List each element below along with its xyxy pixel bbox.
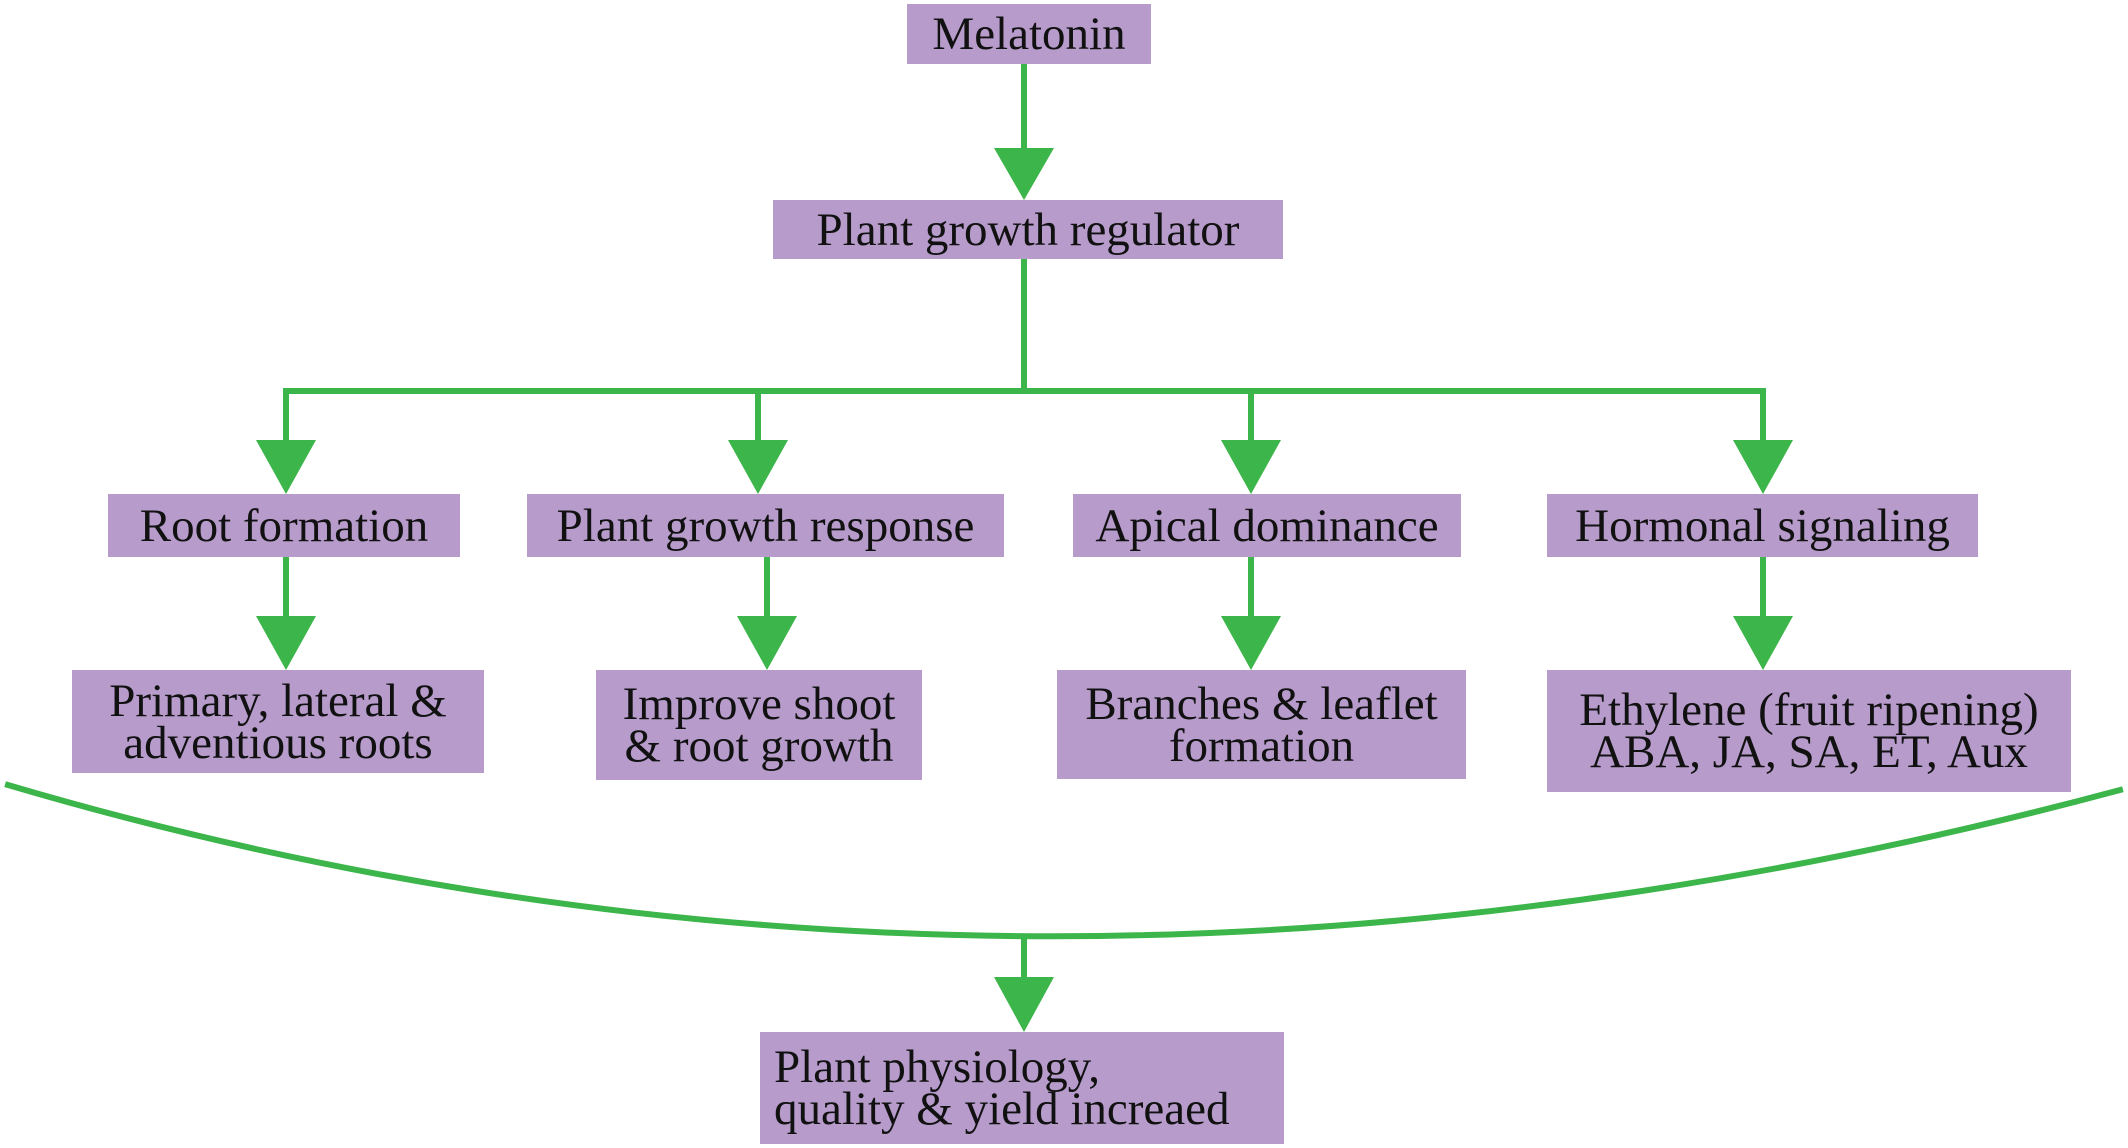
- apical-dominance-box: Apical dominance: [1073, 494, 1461, 557]
- branches-leaflet-box: Branches & leaflet formation: [1057, 670, 1466, 779]
- shoot-root-growth-box: Improve shoot & root growth: [596, 670, 922, 780]
- arrowhead-outcome: [994, 977, 1054, 1032]
- arrowhead-ethylene-detail: [1733, 616, 1793, 670]
- arrowhead-roots-detail: [256, 616, 316, 670]
- arrowhead-regulator: [994, 148, 1054, 200]
- root-formation-box: Root formation: [108, 494, 460, 557]
- outcome-box: Plant physiology, quality & yield increa…: [760, 1032, 1284, 1144]
- arrowhead-shoot-detail: [737, 616, 797, 670]
- melatonin-box: Melatonin: [907, 4, 1151, 64]
- ethylene-hormones-box: Ethylene (fruit ripening) ABA, JA, SA, E…: [1547, 670, 2071, 792]
- arrowhead-growth-response: [728, 440, 788, 494]
- arrowhead-hormonal-signaling: [1733, 440, 1793, 494]
- plant-growth-response-box: Plant growth response: [527, 494, 1004, 557]
- arrowhead-root-formation: [256, 440, 316, 494]
- collecting-curve: [4, 781, 2124, 940]
- arrowhead-branches-detail: [1221, 616, 1281, 670]
- arrowhead-apical-dominance: [1221, 440, 1281, 494]
- roots-detail-box: Primary, lateral & adventious roots: [72, 670, 484, 773]
- plant-growth-regulator-box: Plant growth regulator: [773, 200, 1283, 259]
- hormonal-signaling-box: Hormonal signaling: [1547, 494, 1978, 557]
